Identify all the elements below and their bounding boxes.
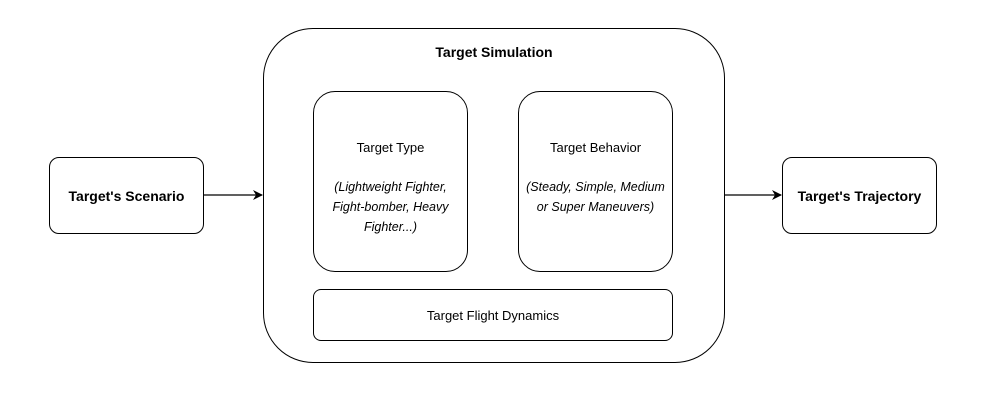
scenario-box: Target's Scenario	[49, 157, 204, 234]
scenario-label: Target's Scenario	[68, 187, 185, 204]
trajectory-label: Target's Trajectory	[797, 187, 922, 204]
target-behavior-description: (Steady, Simple, Medium or Super Maneuve…	[526, 180, 665, 214]
target-type-description: (Lightweight Fighter, Fight-bomber, Heav…	[332, 180, 449, 234]
target-type-box: Target Type (Lightweight Fighter, Fight-…	[313, 91, 468, 272]
target-behavior-box: Target Behavior (Steady, Simple, Medium …	[518, 91, 673, 272]
simulation-title: Target Simulation	[435, 44, 553, 60]
flight-dynamics-label: Target Flight Dynamics	[426, 307, 560, 323]
trajectory-box: Target's Trajectory	[782, 157, 937, 234]
target-type-title: Target Type	[356, 140, 425, 155]
flight-dynamics-box: Target Flight Dynamics	[313, 289, 673, 341]
target-behavior-title: Target Behavior	[549, 140, 642, 155]
